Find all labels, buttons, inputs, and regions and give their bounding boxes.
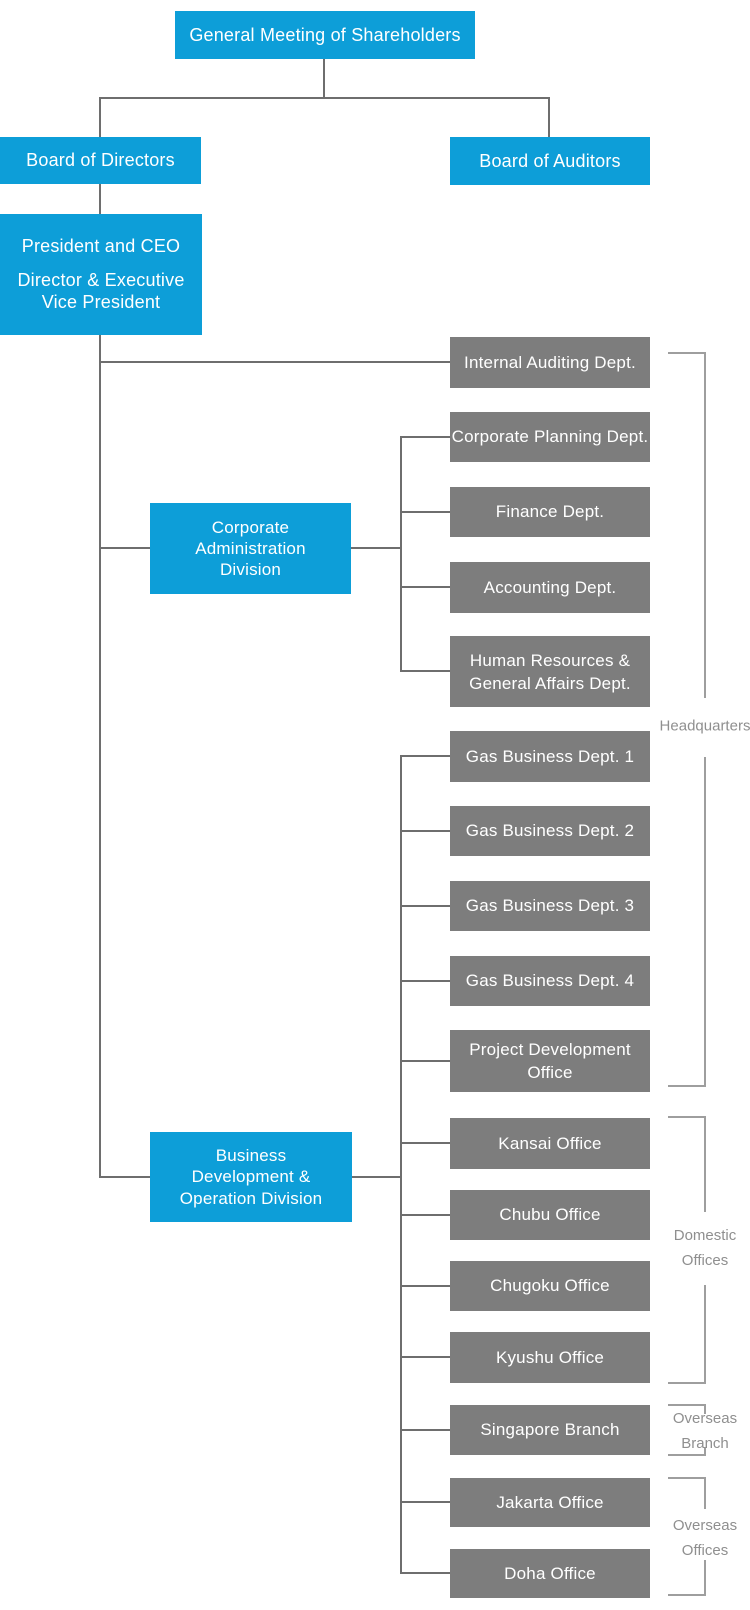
connector-line — [351, 1176, 401, 1178]
executive-title-2: Director & Executive Vice President — [17, 269, 185, 313]
connector-line — [400, 980, 450, 982]
bracket-line-overseas-branch — [668, 1404, 706, 1406]
connector-line — [400, 1142, 450, 1144]
bracket-line-domestic-offices — [704, 1116, 706, 1212]
bracket-line-headquarters — [668, 352, 706, 354]
bracket-line-overseas-offices — [704, 1477, 706, 1509]
bracket-line-overseas-branch — [704, 1447, 706, 1456]
bracket-line-headquarters — [704, 757, 706, 1086]
node-jakarta-office: Jakarta Office — [450, 1478, 650, 1527]
connector-line — [400, 756, 402, 1574]
node-corporate-planning-dept: Corporate Planning Dept. — [450, 412, 650, 462]
node-internal-auditing-dept: Internal Auditing Dept. — [450, 337, 650, 388]
connector-line — [323, 59, 325, 98]
node-board-of-auditors: Board of Auditors — [450, 137, 650, 185]
bracket-line-headquarters — [668, 1085, 706, 1087]
connector-line — [548, 97, 550, 137]
bracket-line-headquarters — [704, 352, 706, 698]
department-name: Project Development Office — [469, 1040, 631, 1082]
node-kansai-office: Kansai Office — [450, 1118, 650, 1169]
bracket-line-overseas-branch — [704, 1404, 706, 1414]
connector-line — [351, 547, 401, 549]
group-label-headquarters: Headquarters — [659, 717, 750, 735]
bracket-line-domestic-offices — [668, 1382, 706, 1384]
node-gas-business-dept-4: Gas Business Dept. 4 — [450, 956, 650, 1006]
node-doha-office: Doha Office — [450, 1549, 650, 1598]
node-project-development-office: Project Development Office — [450, 1030, 650, 1092]
node-general-meeting-of-shareholders: General Meeting of Shareholders — [175, 11, 475, 59]
node-kyushu-office: Kyushu Office — [450, 1332, 650, 1383]
node-business-development-operation-division: Business Development & Operation Divisio… — [150, 1132, 352, 1222]
connector-line — [400, 1429, 450, 1431]
division-name: Business Development & Operation Divisio… — [179, 1146, 323, 1208]
bracket-line-domestic-offices — [704, 1285, 706, 1384]
connector-line — [100, 97, 550, 99]
node-finance-dept: Finance Dept. — [450, 487, 650, 537]
connector-line — [400, 437, 402, 672]
bracket-line-overseas-offices — [668, 1594, 706, 1596]
executive-title-1: President and CEO — [21, 236, 181, 257]
connector-line — [400, 755, 450, 757]
connector-line — [400, 1060, 450, 1062]
node-chubu-office: Chubu Office — [450, 1190, 650, 1240]
connector-line — [99, 97, 101, 137]
division-name: Corporate Administration Division — [195, 517, 306, 580]
connector-line — [400, 1501, 450, 1503]
bracket-line-domestic-offices — [668, 1116, 706, 1118]
node-gas-business-dept-3: Gas Business Dept. 3 — [450, 881, 650, 931]
node-corporate-administration-division: Corporate Administration Division — [150, 503, 351, 594]
connector-line — [100, 1176, 150, 1178]
group-label-domestic-offices: Domestic Offices — [673, 1227, 737, 1269]
group-label-overseas-branch: Overseas Branch — [672, 1410, 738, 1452]
connector-line — [400, 670, 450, 672]
connector-line — [400, 511, 450, 513]
connector-line — [400, 1285, 450, 1287]
connector-line — [100, 547, 150, 549]
bracket-line-overseas-branch — [668, 1454, 706, 1456]
group-label-overseas-offices: Overseas Offices — [672, 1517, 738, 1559]
connector-line — [400, 1356, 450, 1358]
department-name: Human Resources & General Affairs Dept. — [469, 650, 631, 693]
connector-line — [400, 586, 450, 588]
bracket-line-overseas-offices — [704, 1560, 706, 1596]
connector-line — [400, 1572, 450, 1574]
node-gas-business-dept-1: Gas Business Dept. 1 — [450, 731, 650, 782]
node-accounting-dept: Accounting Dept. — [450, 562, 650, 613]
node-human-resources-general-affairs-dept: Human Resources & General Affairs Dept. — [450, 636, 650, 707]
connector-line — [99, 184, 101, 214]
node-board-of-directors: Board of Directors — [0, 137, 201, 184]
connector-trunk-line — [99, 335, 101, 1178]
node-chugoku-office: Chugoku Office — [450, 1261, 650, 1311]
bracket-line-overseas-offices — [668, 1477, 706, 1479]
node-president-and-ceo: President and CEO Director & Executive V… — [0, 214, 202, 335]
connector-line — [100, 361, 450, 363]
connector-line — [400, 436, 450, 438]
connector-line — [400, 830, 450, 832]
node-gas-business-dept-2: Gas Business Dept. 2 — [450, 806, 650, 856]
connector-line — [400, 905, 450, 907]
connector-line — [400, 1214, 450, 1216]
node-singapore-branch: Singapore Branch — [450, 1405, 650, 1455]
